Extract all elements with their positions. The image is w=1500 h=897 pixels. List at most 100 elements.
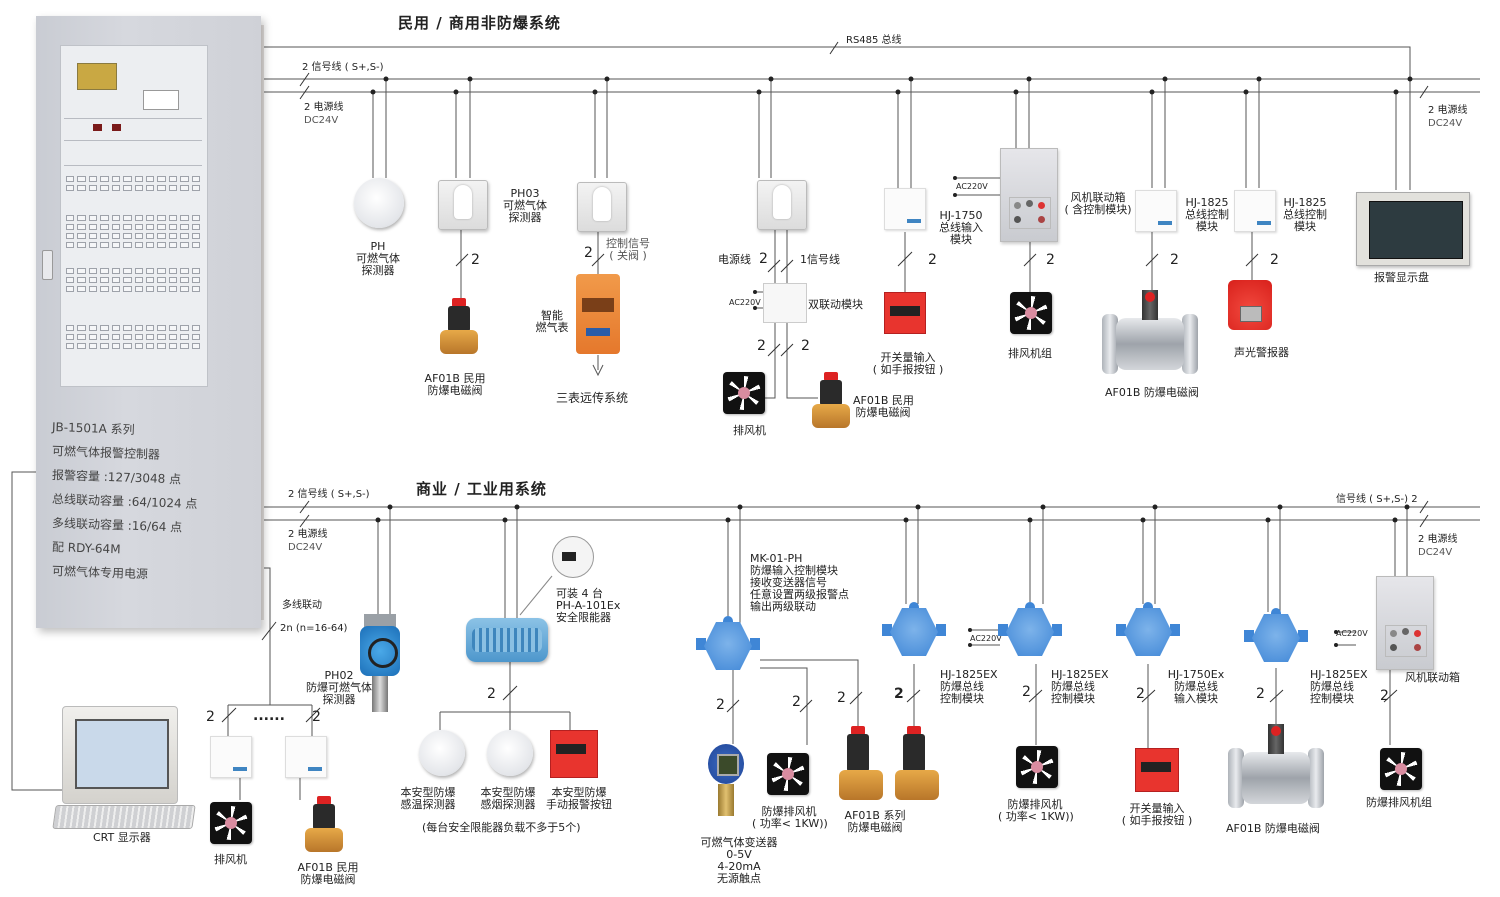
label-line: 防爆总线 [1310, 680, 1354, 693]
label-line: 控制模块 [1310, 692, 1354, 705]
wire-count: 2 [312, 709, 321, 725]
bottom-signal-label: 2 信号线 ( S+,S-) [288, 489, 370, 500]
label-line: 本安型防爆 [551, 786, 607, 799]
wire-count: 2 [1046, 252, 1055, 268]
label-line: 防爆电磁阀 [300, 873, 356, 886]
ex-smoke-detector[interactable] [487, 730, 533, 776]
ph-label: PH 可燃气体 探测器 [352, 241, 404, 277]
barrier-load-note: (每台安全限能器负载不多于5个) [422, 821, 581, 834]
ph03-detector-dual[interactable] [757, 180, 807, 230]
label-line: 可燃气体 [503, 199, 547, 212]
switch-input-label: 开关量输入 ( 如手报按钮 ) [1118, 803, 1196, 827]
ph03-detector-meter[interactable] [577, 182, 627, 232]
ac220-label: AC220V [729, 298, 761, 307]
fan-linkage-box[interactable] [1376, 576, 1434, 670]
crt-monitor[interactable] [62, 706, 178, 804]
hj1825-control-module[interactable] [1234, 190, 1276, 232]
multiline-module[interactable] [210, 736, 252, 778]
fan-linkage-box[interactable] [1000, 148, 1058, 242]
cabinet-door-handle[interactable] [42, 250, 53, 280]
ex-exhaust-fan[interactable] [767, 753, 809, 795]
section-title-industrial: 商业 / 工业用系统 [416, 480, 547, 498]
wire-count: 2 [1022, 684, 1031, 700]
ex-exhaust-fan-group[interactable] [1380, 748, 1422, 790]
exhaust-fan[interactable] [210, 802, 252, 844]
mk01-ex-control-module[interactable] [696, 616, 760, 674]
label-line: MK-01-PH [750, 552, 803, 565]
alarm-panel-label: 报警显示盘 [1374, 271, 1429, 284]
zone-button-grid[interactable] [66, 215, 200, 248]
gas-transmitter[interactable] [708, 744, 744, 816]
ex-heat-detector[interactable] [419, 730, 465, 776]
solenoid-valve[interactable] [895, 726, 939, 802]
fan-group-label: 排风机组 [1008, 347, 1052, 360]
smoke-detector-label: 本安型防爆 感烟探测器 [478, 787, 538, 811]
led-display [112, 124, 121, 131]
exhaust-fan[interactable] [723, 372, 765, 414]
printer-slot [143, 90, 179, 110]
solenoid-valve[interactable] [305, 796, 343, 854]
ac220-label: AC220V [1336, 629, 1368, 638]
zone-button-grid[interactable] [66, 176, 200, 191]
explosion-proof-valve[interactable] [1228, 724, 1324, 808]
solenoid-valve[interactable] [839, 726, 883, 802]
bottom-power-voltage: DC24V [288, 542, 323, 553]
wire-count: 2 [716, 697, 725, 713]
label-line: 总线控制 [1185, 208, 1229, 221]
label-line: HJ-1825EX [940, 668, 998, 681]
smart-gas-meter[interactable] [576, 274, 620, 354]
ph03-detector[interactable] [438, 180, 488, 230]
crt-label: CRT 显示器 [93, 831, 151, 844]
hj1825ex-control-module[interactable] [998, 602, 1062, 660]
label-line: 感烟探测器 [480, 798, 536, 811]
label-line: 控制信号 [606, 237, 650, 250]
explosion-proof-valve[interactable] [1102, 290, 1198, 374]
control-signal-label: 控制信号 ( 关阀 ) [604, 238, 652, 262]
ex-manual-alarm-button[interactable] [550, 730, 598, 778]
hj1750-input-module[interactable] [884, 188, 926, 230]
ph02-ex-detector[interactable] [360, 614, 400, 714]
audible-visual-alarm[interactable] [1228, 280, 1272, 330]
alarm-display-panel[interactable] [1356, 192, 1470, 266]
label-line: 可装 4 台 [556, 587, 603, 600]
ex-exhaust-fan[interactable] [1016, 746, 1058, 788]
lcd-screen [77, 63, 117, 90]
ph-detector[interactable] [354, 178, 404, 228]
multiline-module[interactable] [285, 736, 327, 778]
label-line: 总线输入 [939, 221, 983, 234]
hj1825ex-control-module[interactable] [1244, 608, 1308, 666]
hj1825ex-label: HJ-1825EX 防爆总线 控制模块 [1051, 669, 1109, 705]
label-line: PH03 [510, 187, 540, 200]
mk01-label: MK-01-PH 防爆输入控制模块 接收变送器信号 任意设置两级报警点 输出两级… [750, 553, 849, 613]
label-line: 控制模块 [940, 692, 984, 705]
hj1750-label: HJ-1750 总线输入 模块 [936, 210, 986, 246]
keyboard[interactable] [52, 805, 196, 829]
exhaust-fan-group[interactable] [1010, 292, 1052, 334]
safety-barrier-box[interactable] [466, 618, 548, 662]
zone-button-grid[interactable] [66, 325, 200, 349]
label-line: 输入模块 [1174, 692, 1218, 705]
label-line: 防爆电磁阀 [855, 406, 911, 419]
label-line: PH [370, 240, 386, 253]
multiline-label: 多线联动 [282, 600, 322, 611]
hj1750ex-input-module[interactable] [1116, 602, 1180, 660]
solenoid-valve[interactable] [812, 372, 850, 430]
manual-alarm-button[interactable] [884, 292, 926, 334]
label-line: ( 如手报按钮 ) [872, 363, 944, 376]
label-line: 模块 [1294, 220, 1316, 233]
bottom-right-power-voltage: DC24V [1418, 547, 1453, 558]
label-line: HJ-1825 [1283, 196, 1327, 209]
more-modules-ellipsis: ...... [253, 708, 285, 724]
hj1825-control-module[interactable] [1135, 190, 1177, 232]
label-line: 任意设置两级报警点 [750, 588, 849, 601]
wire-count-tick [299, 72, 310, 100]
manual-alarm-button[interactable] [1135, 748, 1179, 792]
dual-linkage-module[interactable] [763, 283, 807, 323]
label-line: 防爆总线 [940, 680, 984, 693]
hj1825ex-control-module[interactable] [882, 602, 946, 660]
strobe-label: 声光警报器 [1234, 346, 1289, 359]
ex-fan-label: 防爆排风机 ( 功率< 1KW)) [752, 806, 828, 830]
label-line: 控制模块 [1051, 692, 1095, 705]
solenoid-valve[interactable] [440, 298, 478, 356]
zone-button-grid[interactable] [66, 268, 200, 292]
